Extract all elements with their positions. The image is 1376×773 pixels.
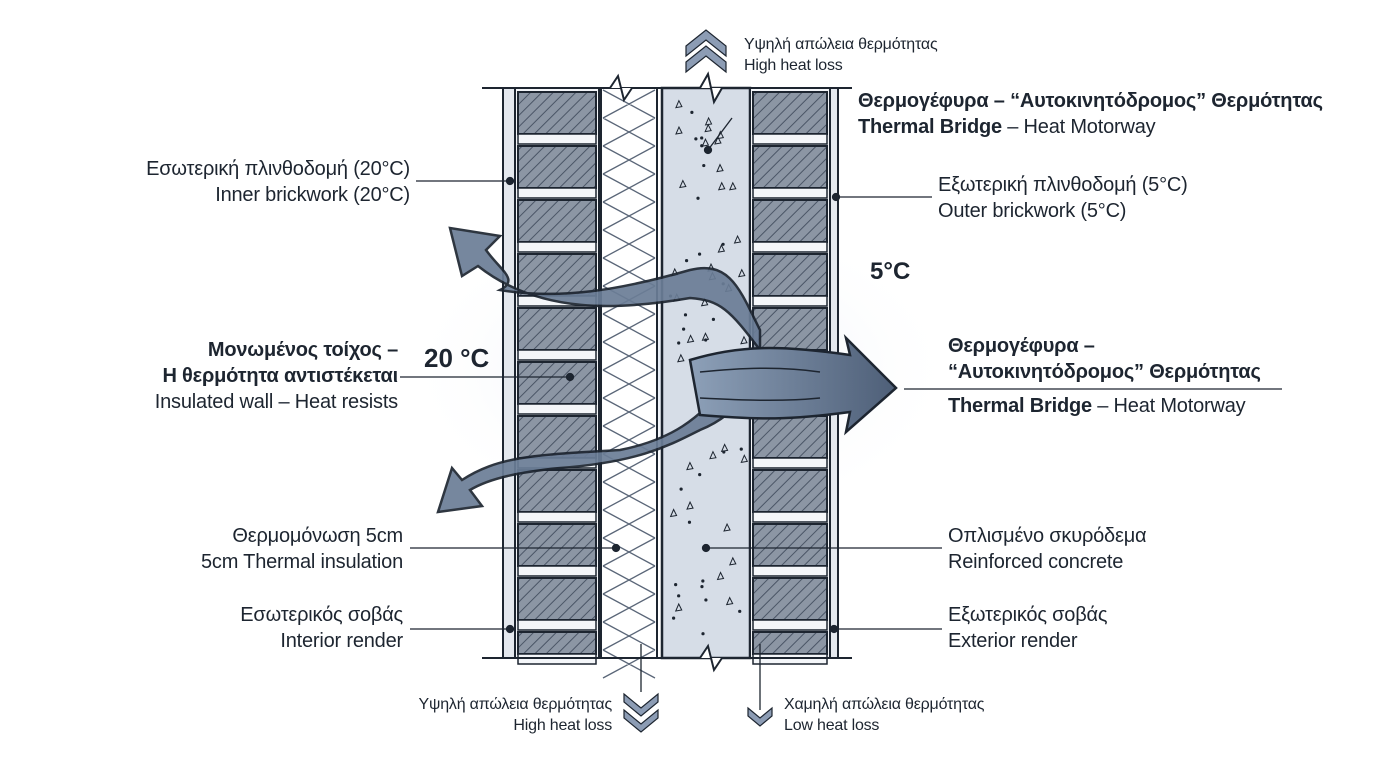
chevron-down-icon bbox=[623, 692, 659, 733]
break-lines bbox=[482, 71, 852, 673]
inner-brickwork-layer bbox=[514, 87, 600, 665]
interior-render-label: Εσωτερικός σοβάς Interior render bbox=[240, 604, 403, 652]
outside-temperature: 5°C bbox=[870, 258, 911, 285]
leader-lines bbox=[400, 117, 1282, 710]
exterior-render-label: Εξωτερικός σοβάς Exterior render bbox=[948, 604, 1108, 652]
bottom-low-heat-loss-label: Χαμηλή απώλεια θερμότητας Low heat loss bbox=[784, 696, 985, 734]
chevron-down-small-icon bbox=[747, 706, 773, 727]
top-heat-loss-label: Υψηλή απώλεια θερμότητας High heat loss bbox=[744, 36, 938, 74]
insulated-wall-label: Μονωμένος τοίχος – Η θερμότητα αντιστέκε… bbox=[154, 339, 398, 413]
inside-temperature: 20 °C bbox=[424, 343, 490, 373]
insulation-layer bbox=[600, 87, 658, 679]
thermal-bridge-top-label: Θερμογέφυρα – “Αυτοκινητόδρομος” Θερμότη… bbox=[858, 90, 1323, 138]
heat-flow-arrows bbox=[436, 226, 898, 514]
outer-brickwork-label: Εξωτερική πλινθοδομή (5°C) Outer brickwo… bbox=[938, 174, 1188, 222]
bottom-high-heat-loss-label: Υψηλή απώλεια θερμότητας High heat loss bbox=[418, 696, 613, 734]
thermal-bridge-mid-label: Θερμογέφυρα – “Αυτοκινητόδρομος” Θερμότη… bbox=[948, 335, 1261, 417]
interior-render-layer bbox=[502, 87, 516, 659]
insulation-label: Θερμομόνωση 5cm 5cm Thermal insulation bbox=[201, 525, 403, 573]
chevron-up-icon bbox=[685, 29, 727, 74]
inner-brickwork-label: Εσωτερική πλινθοδομή (20°C) Inner brickw… bbox=[146, 158, 410, 206]
concrete-label: Οπλισμένο σκυρόδεμα Reinforced concrete bbox=[948, 525, 1147, 573]
